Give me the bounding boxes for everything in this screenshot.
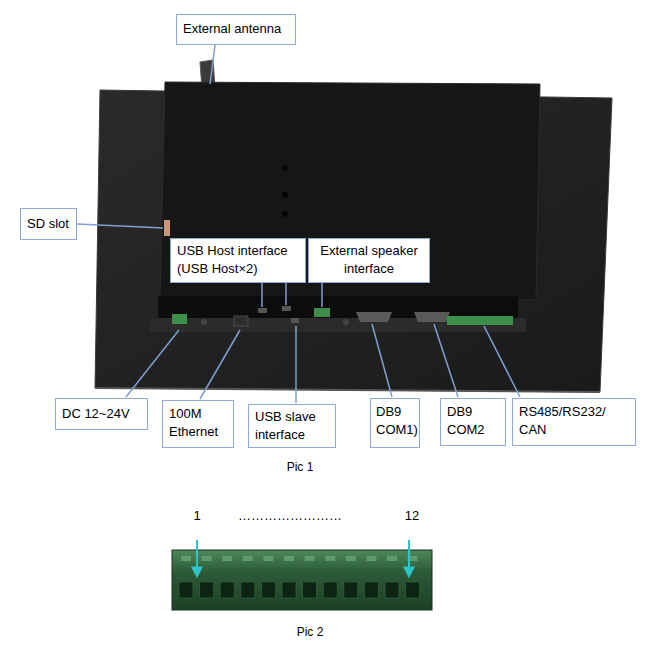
terminal-slot — [200, 582, 214, 598]
callout-box: DB9 COM1) — [370, 398, 420, 448]
callout-box: DB9 COM2 — [440, 398, 506, 446]
callout-box: External speaker interface — [308, 238, 430, 283]
terminal-slot — [282, 582, 296, 598]
callout-box: DC 12~24V — [55, 398, 148, 430]
callout-box: RS485/RS232/ CAN — [512, 398, 636, 446]
callout-text: USB slave interface — [255, 408, 329, 443]
callout-text: DB9 COM1) — [376, 403, 414, 438]
terminal-top — [263, 556, 273, 561]
callout-box: 100M Ethernet — [162, 400, 234, 448]
terminal-slot — [364, 582, 378, 598]
terminal-top — [305, 556, 315, 561]
terminal-slot — [179, 582, 193, 598]
terminal-slot — [406, 582, 420, 598]
terminal-top — [387, 556, 397, 561]
terminal-block — [172, 540, 432, 610]
terminal-slot — [241, 582, 255, 598]
figure-caption: Pic 2 — [297, 625, 324, 639]
figure-caption: Pic 1 — [287, 460, 314, 474]
terminal-slot — [261, 582, 275, 598]
terminal-top — [325, 556, 335, 561]
callout-box: USB slave interface — [248, 404, 336, 448]
pin-number: 1 — [193, 508, 200, 524]
callout-box: External antenna — [176, 14, 296, 45]
terminal-slot — [344, 582, 358, 598]
terminal-top — [366, 556, 376, 561]
callout-box: SD slot — [20, 208, 77, 240]
terminal-top — [284, 556, 294, 561]
terminal-slot — [303, 582, 317, 598]
callout-text: External speaker interface — [315, 242, 423, 277]
terminal-slot — [220, 582, 234, 598]
callout-text: RS485/RS232/ CAN — [519, 403, 605, 438]
callout-box: USB Host interface (USB Host×2) — [170, 238, 306, 283]
callout-text: SD slot — [27, 215, 70, 233]
callout-text: DC 12~24V — [62, 405, 141, 423]
pin-number: 12 — [405, 508, 419, 524]
terminal-top — [222, 556, 232, 561]
panel-pc — [95, 60, 612, 392]
callout-text: DB9 COM2 — [447, 403, 499, 438]
terminal-top — [181, 556, 191, 561]
terminal-top — [243, 556, 253, 561]
terminal-top — [202, 556, 212, 561]
callout-text: 100M Ethernet — [169, 405, 227, 440]
leader-lines — [77, 45, 520, 403]
ellipsis: …………………… — [238, 508, 342, 524]
terminal-top — [346, 556, 356, 561]
callout-text: External antenna — [183, 20, 289, 38]
terminal-slot — [385, 582, 399, 598]
terminal-slot — [323, 582, 337, 598]
callout-text: USB Host interface (USB Host×2) — [177, 242, 299, 277]
